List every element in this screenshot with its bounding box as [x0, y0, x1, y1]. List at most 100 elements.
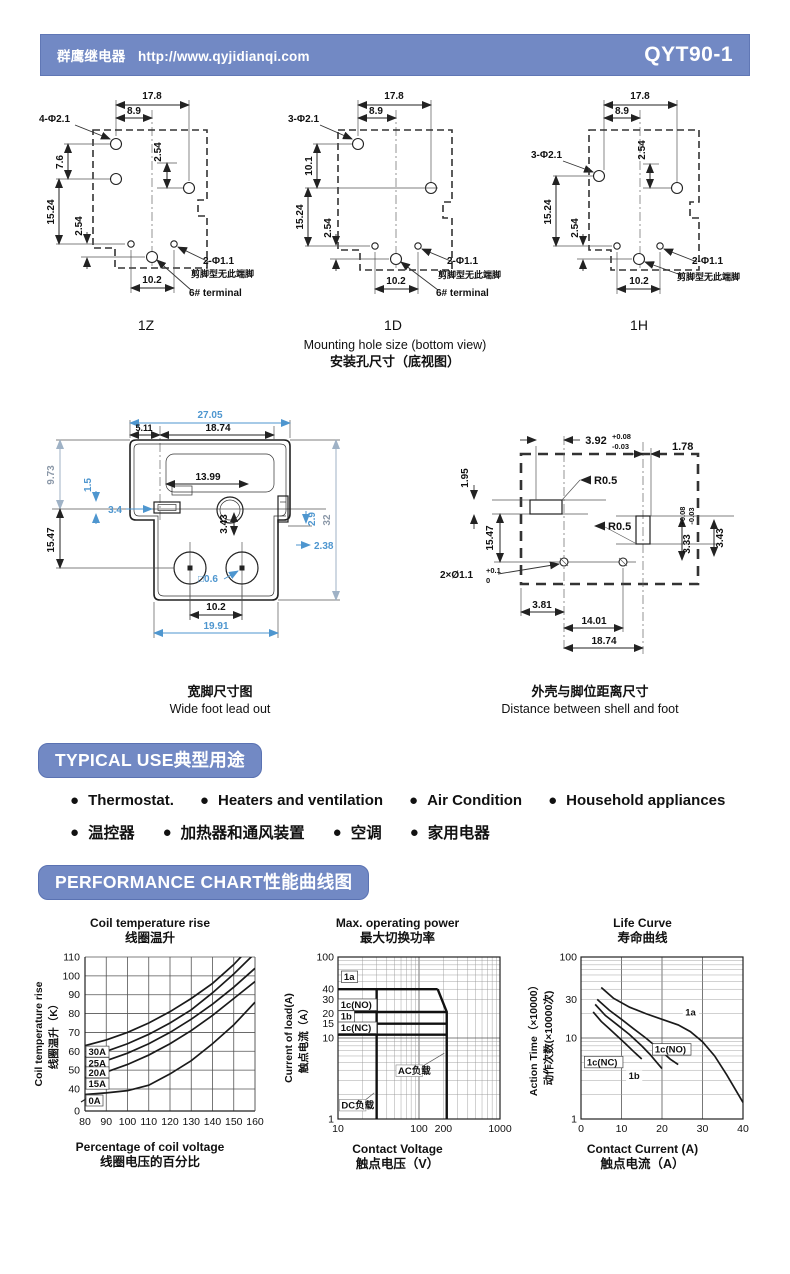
- svg-text:150: 150: [225, 1116, 243, 1128]
- dim-label: 5.11: [135, 423, 152, 433]
- svg-text:20: 20: [656, 1123, 668, 1135]
- svg-text:80: 80: [79, 1116, 91, 1128]
- chart-xlabel-en: Contact Current (A): [586, 1141, 699, 1156]
- mounting-diagram-1h: 17.8 8.9 3-Φ2.1 2.54 15.24 2.54 10.2: [531, 91, 740, 333]
- svg-text:40: 40: [737, 1123, 749, 1135]
- chart-title-en: Life Curve: [613, 916, 672, 931]
- dim-label: 10.2: [629, 276, 649, 287]
- dim-label: 19.91: [203, 621, 228, 632]
- dim-label: 15.47: [485, 525, 496, 550]
- header-bar: 群鹰继电器 http://www.qyjidianqi.com QYT90-1: [40, 34, 750, 76]
- svg-text:100: 100: [559, 951, 577, 963]
- mounting-diagrams-row: 17.8 8.9 4-Φ2.1 7.6 15.24 2.54 2.54: [28, 84, 762, 336]
- bullet-icon: ●: [548, 792, 558, 810]
- pin-spec-label: 2-Φ1.1: [692, 256, 723, 267]
- chart-xlabel: Percentage of coil voltage 线圈电压的百分比: [76, 1140, 225, 1171]
- svg-text:120: 120: [161, 1116, 179, 1128]
- chart-xlabel-zh: 触点电流（A）: [600, 1156, 685, 1171]
- svg-text:1a: 1a: [685, 1007, 696, 1018]
- svg-text:130: 130: [182, 1116, 200, 1128]
- item-label: Heaters and ventilation: [217, 792, 384, 810]
- dim-label: 17.8: [384, 91, 404, 102]
- dim-label: 9.73: [46, 465, 57, 485]
- item-label: 空调: [350, 825, 382, 843]
- list-item: ●空调: [333, 821, 382, 843]
- item-label: 家用电器: [427, 825, 490, 843]
- svg-text:200: 200: [435, 1123, 453, 1135]
- svg-text:70: 70: [68, 1027, 80, 1039]
- hole-spec-label: 3-Φ2.1: [531, 150, 562, 161]
- diagram-label: 1H: [630, 317, 648, 333]
- svg-text:20A: 20A: [89, 1068, 107, 1079]
- svg-text:1b: 1b: [341, 1011, 352, 1022]
- diagram-label: 1Z: [138, 317, 155, 333]
- wide-foot-drawing: 27.05 5.11 18.74 13.99 9.73 15.47 1.5 3.…: [46, 410, 340, 638]
- dim-label: 7.6: [55, 155, 66, 169]
- svg-text:0: 0: [74, 1105, 80, 1117]
- radius-label: R0.5: [594, 475, 617, 487]
- svg-text:DC负载: DC负载: [341, 1099, 374, 1111]
- typical-use-section: TYPICAL USE典型用途: [38, 743, 790, 779]
- dim-label: 3.81: [532, 600, 552, 611]
- brand-name: 群鹰继电器: [57, 48, 126, 64]
- svg-text:30A: 30A: [89, 1047, 107, 1058]
- caption-zh: 外壳与脚位距离尺寸: [531, 683, 649, 699]
- svg-text:10: 10: [616, 1123, 628, 1135]
- svg-text:1c(NO): 1c(NO): [341, 1000, 372, 1011]
- dim-label: 3.43: [219, 514, 230, 534]
- svg-text:1000: 1000: [488, 1123, 512, 1135]
- mounting-caption-en: Mounting hole size (bottom view): [303, 338, 487, 352]
- dim-tolerance: +0.08: [678, 506, 687, 525]
- svg-text:1c(NC): 1c(NC): [587, 1057, 618, 1068]
- dim-label: 2.54: [74, 216, 85, 236]
- model-number: QYT90-1: [644, 43, 733, 66]
- dim-label: 10.2: [386, 276, 406, 287]
- bullet-icon: ●: [70, 823, 80, 841]
- svg-text:0: 0: [578, 1123, 584, 1135]
- chart-xlabel-zh: 线圈电压的百分比: [99, 1154, 200, 1169]
- header-left: 群鹰继电器 http://www.qyjidianqi.com: [57, 45, 310, 66]
- item-label: 温控器: [88, 825, 135, 843]
- svg-text:80: 80: [68, 1008, 80, 1020]
- svg-text:1c(NC): 1c(NC): [341, 1023, 372, 1034]
- radius-label: R0.5: [608, 521, 631, 533]
- chart-title: Max. operating power 最大切换功率: [336, 916, 459, 947]
- dim-tolerance: -0.03: [612, 442, 629, 451]
- shell-foot-drawing: 3.92 +0.08 -0.03 1.78 1.95 R0.5 R0.5 15.…: [440, 432, 734, 654]
- dim-tolerance: +0.08: [612, 432, 631, 441]
- svg-text:Current of load(A): Current of load(A): [283, 993, 295, 1083]
- svg-text:100: 100: [119, 1116, 137, 1128]
- dim-label: 32: [322, 514, 333, 526]
- svg-text:40: 40: [322, 983, 334, 995]
- shell-foot-caption: 外壳与脚位距离尺寸 Distance between shell and foo…: [430, 684, 750, 717]
- wide-foot-caption: 宽脚尺寸图 Wide foot lead out: [60, 684, 380, 717]
- svg-text:60: 60: [68, 1045, 80, 1057]
- dim-label: 17.8: [630, 91, 650, 102]
- dim-label: 13.99: [195, 472, 220, 483]
- dim-label: 3.4: [108, 505, 122, 516]
- svg-text:15A: 15A: [89, 1079, 107, 1090]
- list-item: ● 家用电器: [410, 821, 490, 843]
- dim-label: 15.24: [543, 199, 554, 224]
- brand-url: http://www.qyjidianqi.com: [137, 48, 310, 64]
- dim-label: 8.9: [369, 106, 383, 117]
- svg-text:10: 10: [565, 1032, 577, 1044]
- svg-text:140: 140: [204, 1116, 222, 1128]
- pin-spec-label: 2-Φ1.1: [203, 256, 234, 267]
- chart-title: Life Curve 寿命曲线: [613, 916, 672, 947]
- svg-text:50: 50: [68, 1064, 80, 1076]
- dim-tolerance: -0.03: [687, 507, 696, 524]
- list-item: ●Heaters and ventilation: [200, 792, 383, 809]
- chart-xlabel-en: Contact Voltage: [352, 1141, 443, 1156]
- typical-use-items-en: ●Thermostat. ●Heaters and ventilation ●A…: [70, 792, 790, 809]
- pin-note-zh: 剪脚型无此端脚: [438, 269, 501, 280]
- list-item: ● 温控器: [70, 821, 135, 843]
- svg-text:15: 15: [322, 1018, 334, 1030]
- typical-use-title: TYPICAL USE典型用途: [38, 743, 262, 779]
- pin-spec-label: 2-Φ1.1: [447, 256, 478, 267]
- dim-label: 3.43: [715, 528, 726, 548]
- bullet-icon: ●: [409, 823, 419, 841]
